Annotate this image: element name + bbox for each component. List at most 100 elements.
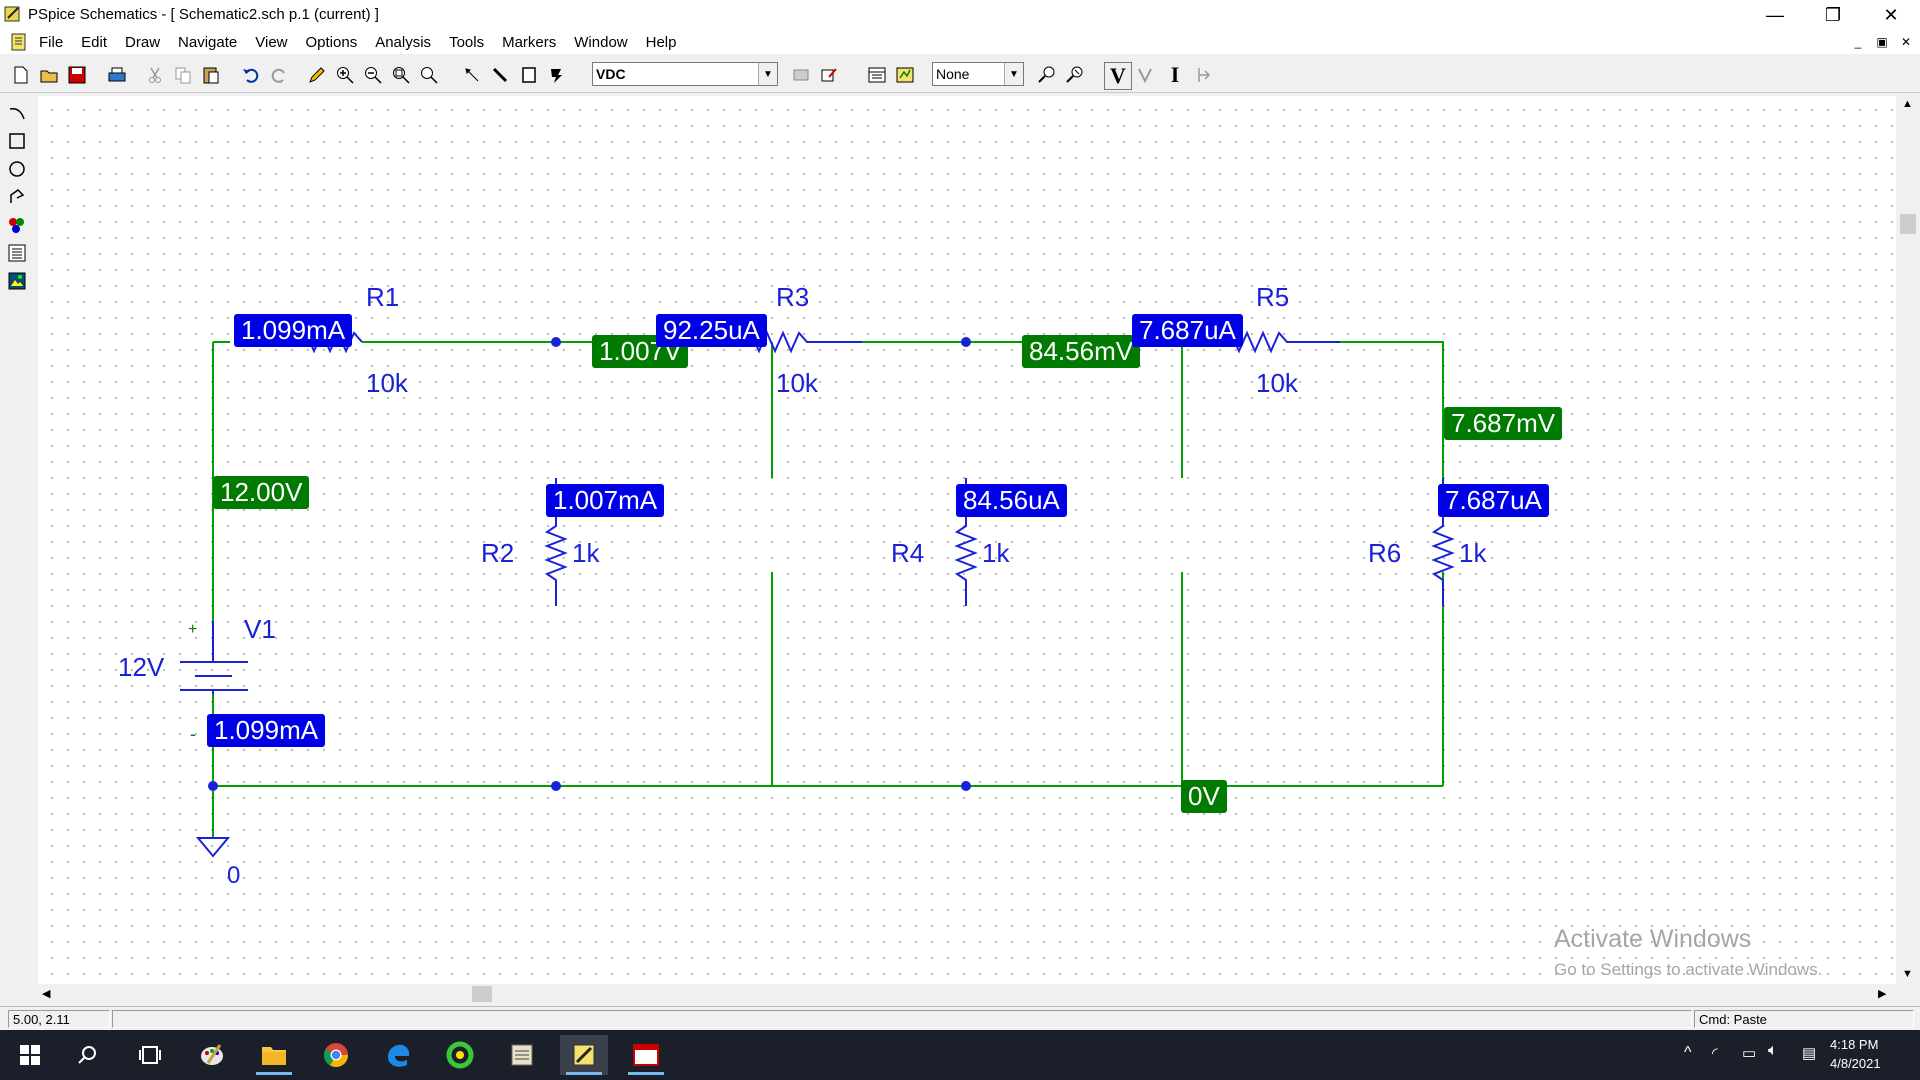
draw-arc-button[interactable] — [4, 100, 30, 126]
notification-icon[interactable]: ▤ — [1802, 1045, 1817, 1062]
schematic-canvas[interactable]: R1 10k R3 10k R5 10k R2 1k R4 1k R6 1k V… — [38, 96, 1896, 984]
wifi-icon[interactable]: ◜ — [1712, 1045, 1718, 1062]
current-label-r1[interactable]: 1.099mA — [234, 314, 353, 347]
volume-icon[interactable]: 🔈︎ — [1768, 1042, 1778, 1059]
paste-button[interactable] — [198, 62, 224, 88]
minimize-button[interactable]: — — [1766, 4, 1784, 25]
v1-value[interactable]: 12V — [118, 652, 165, 682]
current-label-r6[interactable]: 7.687uA — [1438, 484, 1549, 517]
resistor-r6[interactable] — [1431, 478, 1455, 606]
probe-setup-button[interactable] — [1062, 62, 1088, 88]
battery-icon[interactable]: ▭ — [1742, 1045, 1757, 1062]
draw-bus-button[interactable] — [488, 62, 514, 88]
close-button[interactable]: ✕ — [1883, 4, 1899, 25]
restore-button[interactable]: ❐ — [1824, 4, 1842, 25]
get-part-button[interactable] — [544, 62, 570, 88]
draw-wire-button[interactable] — [460, 62, 486, 88]
part-name-combo[interactable]: VDC ▼ — [592, 62, 778, 86]
r4-ref[interactable]: R4 — [891, 538, 925, 568]
text-box-button[interactable] — [4, 240, 30, 266]
taskbar-app-recycle[interactable] — [436, 1035, 484, 1075]
resistor-r4[interactable] — [954, 478, 978, 606]
ground-symbol[interactable] — [195, 837, 231, 858]
menu-options[interactable]: Options — [305, 34, 358, 51]
voltage-label-node3[interactable]: 84.56mV — [1022, 335, 1141, 368]
clock-time[interactable]: 4:18 PM — [1830, 1037, 1879, 1052]
resistor-r2[interactable] — [544, 478, 568, 606]
r4-value[interactable]: 1k — [982, 538, 1010, 568]
vertical-scroll-thumb[interactable] — [1900, 214, 1916, 234]
current-label-v1[interactable]: 1.099mA — [207, 714, 326, 747]
menu-help[interactable]: Help — [645, 34, 677, 51]
horizontal-scroll-thumb[interactable] — [472, 986, 492, 1002]
mdi-minimize-button[interactable]: _ — [1854, 35, 1862, 49]
save-button[interactable] — [64, 62, 90, 88]
current-label-r4[interactable]: 84.56uA — [956, 484, 1067, 517]
setup-analysis-button[interactable] — [864, 62, 890, 88]
zoom-in-button[interactable] — [332, 62, 358, 88]
r1-value[interactable]: 10k — [366, 368, 408, 398]
cut-button[interactable] — [142, 62, 168, 88]
scroll-down-icon[interactable]: ▼ — [1902, 968, 1913, 980]
simulate-button[interactable] — [892, 62, 918, 88]
voltage-diff-marker-button[interactable] — [1132, 62, 1158, 88]
r2-value[interactable]: 1k — [572, 538, 600, 568]
redo-button[interactable] — [266, 62, 292, 88]
voltage-label-node4[interactable]: 7.687mV — [1444, 407, 1563, 440]
current-label-r2[interactable]: 1.007mA — [546, 484, 665, 517]
current-marker-button[interactable]: I — [1170, 62, 1180, 87]
clock-date[interactable]: 4/8/2021 — [1830, 1056, 1881, 1071]
r6-value[interactable]: 1k — [1459, 538, 1487, 568]
menu-file[interactable]: File — [39, 34, 64, 51]
menu-draw[interactable]: Draw — [125, 34, 161, 51]
r3-value[interactable]: 10k — [776, 368, 818, 398]
r2-ref[interactable]: R2 — [481, 538, 515, 568]
r3-ref[interactable]: R3 — [776, 282, 810, 312]
vertical-scrollbar[interactable]: ▲ ▼ — [1896, 96, 1920, 984]
draw-block-button[interactable] — [516, 62, 542, 88]
edit-attributes-button[interactable] — [788, 62, 814, 88]
probe-button[interactable] — [1034, 62, 1060, 88]
current-label-r5[interactable]: 7.687uA — [1132, 314, 1243, 347]
r1-ref[interactable]: R1 — [366, 282, 400, 312]
v1-ref[interactable]: V1 — [244, 614, 276, 644]
ground-label[interactable]: 0 — [227, 862, 241, 889]
horizontal-scrollbar[interactable]: ◀ ▶ — [38, 984, 1896, 1004]
wire[interactable] — [1340, 341, 1444, 478]
zoom-fit-button[interactable] — [416, 62, 442, 88]
r6-ref[interactable]: R6 — [1368, 538, 1402, 568]
voltage-label-node1[interactable]: 12.00V — [213, 476, 310, 509]
marker-combo[interactable]: None ▼ — [932, 62, 1024, 86]
taskbar-app-schematic[interactable] — [498, 1035, 546, 1075]
document-icon[interactable] — [10, 33, 28, 51]
menu-markers[interactable]: Markers — [502, 34, 557, 51]
taskbar-app-chrome[interactable] — [312, 1035, 360, 1075]
menu-edit[interactable]: Edit — [81, 34, 108, 51]
menu-window[interactable]: Window — [574, 34, 628, 51]
menu-analysis[interactable]: Analysis — [375, 34, 432, 51]
zoom-area-button[interactable] — [388, 62, 414, 88]
menu-navigate[interactable]: Navigate — [178, 34, 238, 51]
current-label-r3[interactable]: 92.25uA — [656, 314, 767, 347]
chevron-down-icon[interactable]: ▼ — [1004, 63, 1023, 85]
draw-box-button[interactable] — [4, 128, 30, 154]
copy-button[interactable] — [170, 62, 196, 88]
edit-symbol-button[interactable] — [816, 62, 842, 88]
insert-bitmap-button[interactable] — [4, 268, 30, 294]
print-button[interactable] — [104, 62, 130, 88]
r5-ref[interactable]: R5 — [1256, 282, 1290, 312]
taskbar-app-pspice-ad[interactable] — [622, 1035, 670, 1075]
task-view-button[interactable] — [126, 1035, 174, 1075]
voltage-label-ground[interactable]: 0V — [1181, 780, 1227, 813]
search-button[interactable] — [64, 1035, 112, 1075]
mdi-close-button[interactable]: ✕ — [1900, 35, 1912, 49]
scroll-up-icon[interactable]: ▲ — [1902, 98, 1913, 110]
power-marker-button[interactable] — [1190, 62, 1216, 88]
insert-picture-button[interactable] — [4, 212, 30, 238]
r5-value[interactable]: 10k — [1256, 368, 1298, 398]
redraw-button[interactable] — [304, 62, 330, 88]
scroll-left-icon[interactable]: ◀ — [42, 988, 51, 1000]
taskbar-app-paint[interactable] — [188, 1035, 236, 1075]
undo-button[interactable] — [238, 62, 264, 88]
menu-tools[interactable]: Tools — [449, 34, 485, 51]
